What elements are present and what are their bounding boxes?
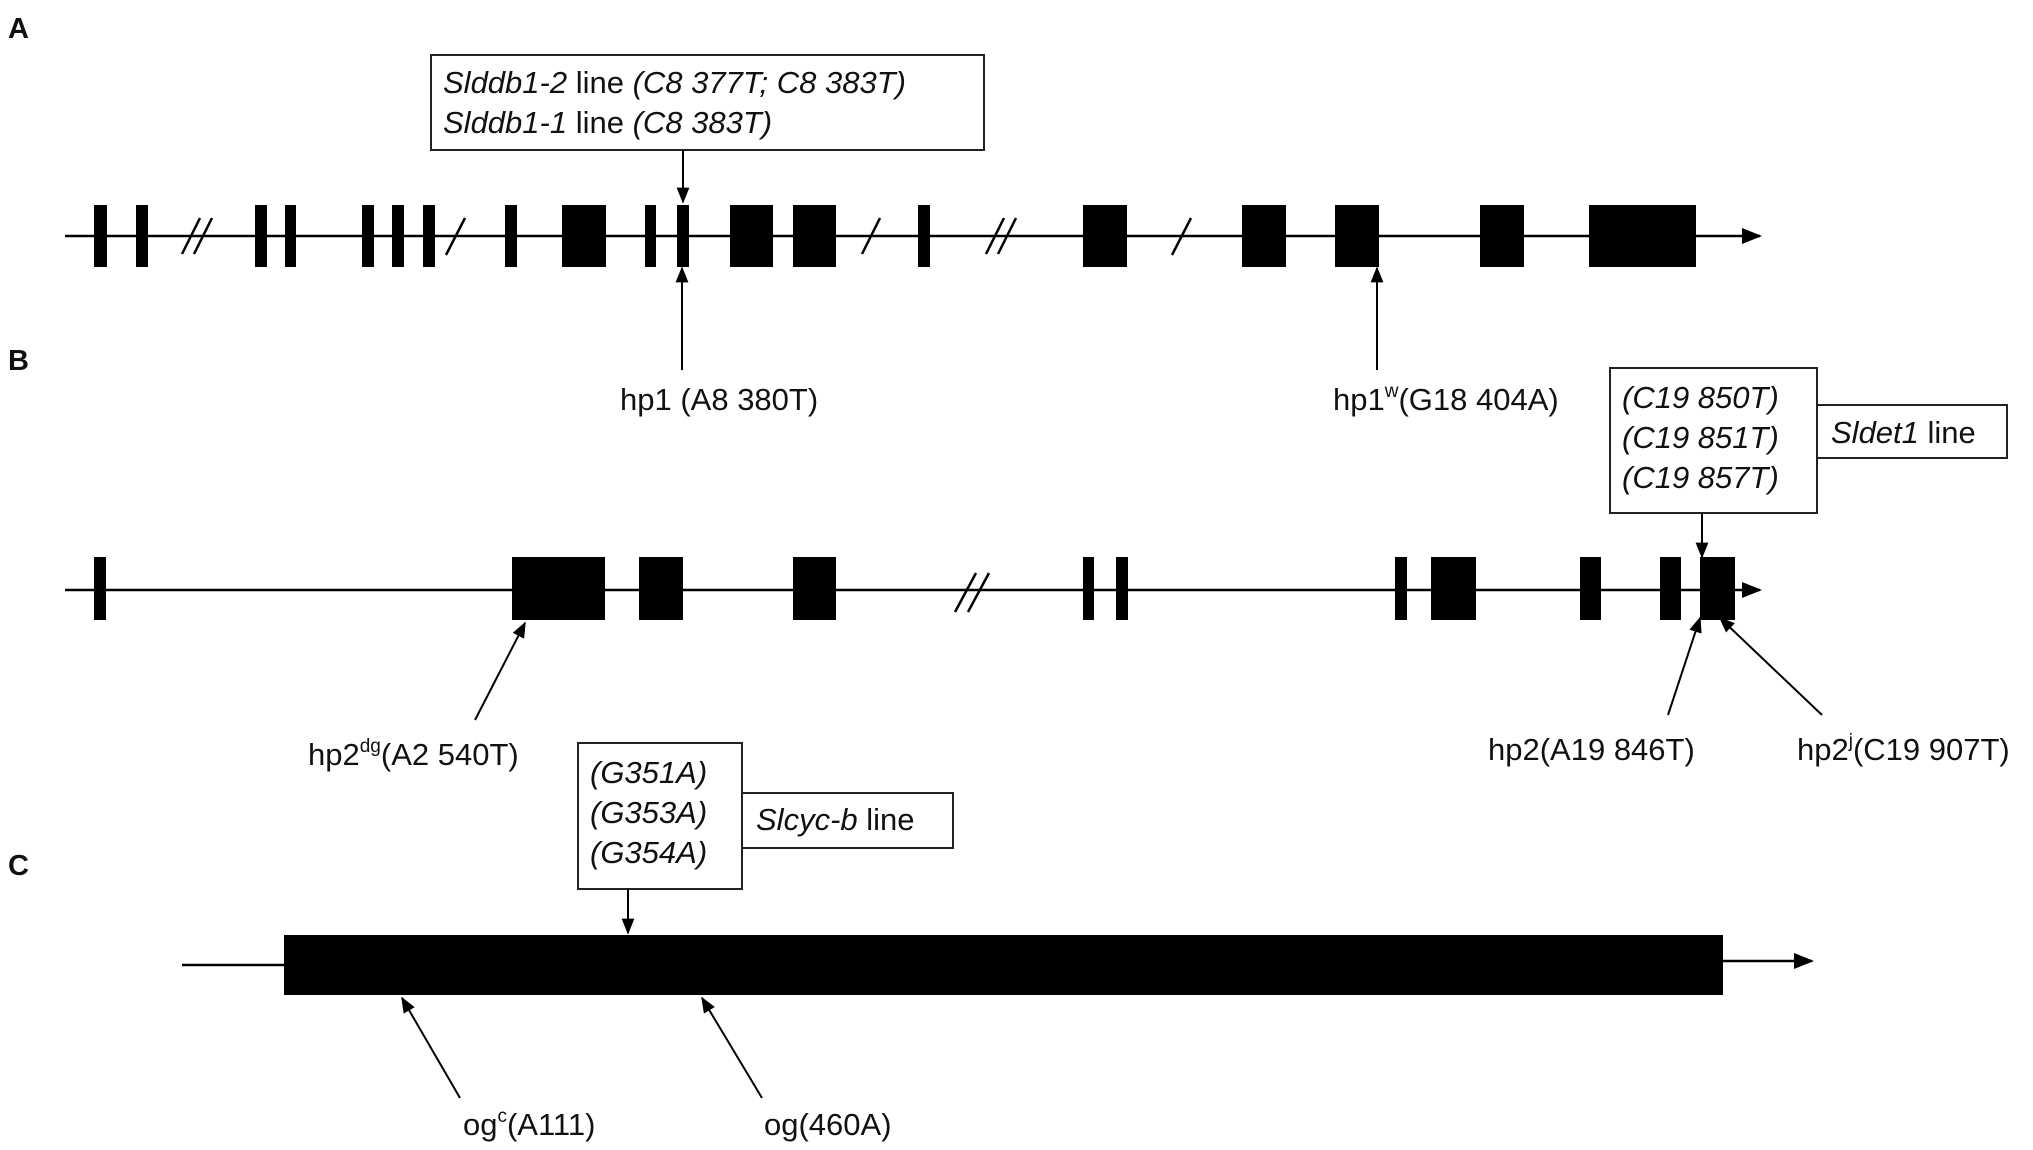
og-label: og(460A) — [764, 1107, 892, 1142]
exon — [1083, 557, 1094, 620]
hp2dg-label: hp2dg(A2 540T) — [308, 736, 519, 772]
hp2dg-arrow — [474, 621, 526, 721]
exon — [94, 205, 107, 267]
ogc-arrow — [401, 996, 461, 1099]
panel-label-b: B — [8, 345, 29, 377]
exon — [1589, 205, 1696, 267]
break-mark — [996, 217, 1018, 255]
hp1-label: hp1 (A8 380T) — [620, 382, 818, 417]
svg-text:Slcyc-b line: Slcyc-b line — [756, 802, 915, 837]
slddb1-1-gene: Slddb1-1 — [443, 105, 567, 140]
panel-c-gene — [182, 935, 1814, 995]
break-mark — [953, 572, 978, 613]
exon — [1242, 205, 1286, 267]
exon — [1083, 205, 1127, 267]
slcyc-mutation-3: (G354A) — [590, 835, 707, 870]
exon — [1116, 557, 1128, 620]
break-mark — [180, 217, 202, 255]
exon — [793, 557, 836, 620]
break-mark — [984, 217, 1006, 255]
exon — [730, 205, 773, 267]
exon — [1580, 557, 1601, 620]
panel-b-gene — [65, 557, 1762, 620]
line-word: line — [567, 105, 632, 140]
svg-text:Sldet1 line: Sldet1 line — [1831, 415, 1976, 450]
panel-c-mutation-box: (G351A) (G353A) (G354A) Slcyc-b line — [577, 742, 954, 890]
line-word: line — [1919, 415, 1976, 450]
sldet1-gene: Sldet1 — [1831, 415, 1919, 450]
panel-a-gene — [65, 205, 1762, 267]
ogc-label: ogc(A111) — [463, 1106, 595, 1142]
exon — [1480, 205, 1524, 267]
line-word: line — [858, 802, 915, 837]
exon — [136, 205, 148, 267]
exon — [94, 557, 106, 620]
panel-label-c: C — [8, 850, 29, 882]
hp2j-label: hp2j(C19 907T) — [1797, 731, 2010, 767]
break-mark — [860, 217, 882, 255]
exon — [423, 205, 435, 267]
break-mark — [1170, 217, 1193, 256]
line-word: line — [567, 65, 632, 100]
exon — [362, 205, 374, 267]
exon — [639, 557, 683, 620]
sldet1-mutation-3: (C19 857T) — [1622, 460, 1779, 495]
exon — [1431, 557, 1476, 620]
exon — [1395, 557, 1407, 620]
hp2j-arrow — [1718, 616, 1823, 716]
hp2-arrow — [1667, 616, 1702, 716]
exon — [645, 205, 656, 267]
svg-text:Slddb1-2 line (C8 377T; C8 383: Slddb1-2 line (C8 377T; C8 383T) — [443, 65, 906, 100]
sldet1-mutation-1: (C19 850T) — [1622, 380, 1779, 415]
slddb1-2-gene: Slddb1-2 — [443, 65, 567, 100]
exon — [677, 205, 689, 267]
exon — [793, 205, 836, 267]
slddb1-2-mutations: (C8 377T; C8 383T) — [633, 65, 906, 100]
exon — [392, 205, 404, 267]
break-mark — [192, 217, 214, 255]
sldet1-mutation-2: (C19 851T) — [1622, 420, 1779, 455]
slcyc-mutation-2: (G353A) — [590, 795, 707, 830]
exon — [285, 205, 296, 267]
exon — [918, 205, 930, 267]
svg-text:Slddb1-1 line (C8 383T): Slddb1-1 line (C8 383T) — [443, 105, 772, 140]
slcyc-mutation-1: (G351A) — [590, 755, 707, 790]
exon — [562, 205, 606, 267]
exon — [1660, 557, 1681, 620]
exon — [505, 205, 517, 267]
hp2-label: hp2(A19 846T) — [1488, 732, 1695, 767]
exon — [1700, 557, 1735, 620]
exon — [284, 935, 1723, 995]
panel-label-a: A — [8, 13, 29, 45]
panel-a-mutation-box: Slddb1-2 line (C8 377T; C8 383T) Slddb1-… — [430, 54, 985, 151]
break-mark — [444, 217, 467, 256]
exon — [512, 557, 605, 620]
exon — [255, 205, 267, 267]
slcyc-b-gene: Slcyc-b — [756, 802, 858, 837]
panel-b-mutation-box: (C19 850T) (C19 851T) (C19 857T) Sldet1 … — [1609, 367, 2008, 514]
hp1w-label: hp1w(G18 404A) — [1333, 381, 1559, 417]
slddb1-1-mutations: (C8 383T) — [633, 105, 773, 140]
break-mark — [966, 572, 991, 613]
exon — [1335, 205, 1379, 267]
og-arrow — [701, 996, 763, 1099]
